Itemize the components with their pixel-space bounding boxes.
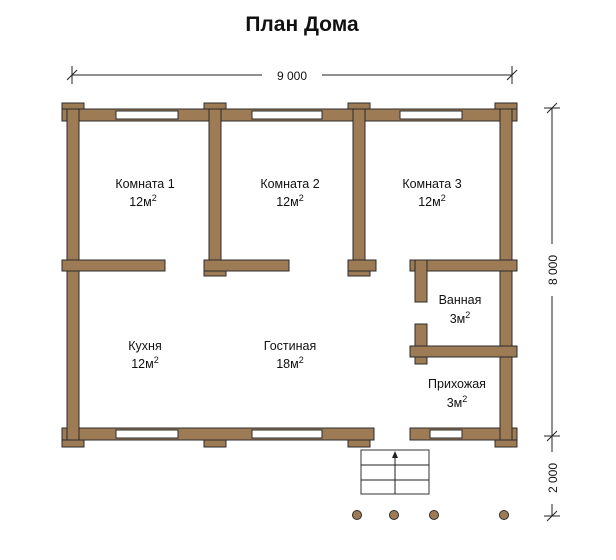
room-name: Комната 2 bbox=[260, 177, 319, 191]
room-area: 12м2 bbox=[129, 193, 157, 209]
window bbox=[429, 429, 463, 439]
room-area: 18м2 bbox=[276, 355, 304, 371]
room-area: 12м2 bbox=[276, 193, 304, 209]
width-dimension: 9 000 bbox=[66, 66, 518, 84]
arrow-up-icon bbox=[392, 451, 398, 458]
depth-label: 8 000 bbox=[546, 255, 560, 285]
window bbox=[115, 110, 179, 120]
porch-stairs bbox=[360, 449, 430, 495]
room-room3: Комната 3 12м2 bbox=[402, 177, 461, 209]
room-name: Комната 3 bbox=[402, 177, 461, 191]
room-name: Прихожая bbox=[428, 377, 486, 391]
partition-room2-room3 bbox=[352, 102, 366, 277]
bath-wall-lower bbox=[414, 323, 428, 365]
room-area: 3м2 bbox=[450, 310, 471, 326]
partition-room1-room2 bbox=[208, 102, 222, 277]
room-name: Ванная bbox=[439, 293, 482, 307]
window bbox=[251, 429, 323, 439]
room-name: Гостиная bbox=[264, 339, 316, 353]
partition-room3 bbox=[347, 259, 377, 272]
room-name: Кухня bbox=[128, 339, 161, 353]
room-room2: Комната 2 12м2 bbox=[260, 177, 319, 209]
room-room1: Комната 1 12м2 bbox=[115, 177, 174, 209]
depth-dimension: 8 000 bbox=[544, 102, 560, 442]
partition-bath-bottom bbox=[409, 345, 518, 358]
room-area: 3м2 bbox=[447, 394, 468, 410]
room-area: 12м2 bbox=[418, 193, 446, 209]
room-living: Гостиная 18м2 bbox=[264, 339, 316, 371]
bottom-wall-left bbox=[61, 427, 375, 441]
right-wall bbox=[499, 102, 513, 448]
window bbox=[251, 110, 323, 120]
porch-piles bbox=[352, 510, 509, 520]
partition-room2 bbox=[203, 259, 290, 272]
window bbox=[399, 110, 463, 120]
porch-dimension: 2 000 bbox=[544, 436, 560, 522]
room-area: 12м2 bbox=[131, 355, 159, 371]
room-hall: Прихожая 3м2 bbox=[428, 377, 486, 410]
walls bbox=[61, 102, 518, 448]
room-kitchen: Кухня 12м2 bbox=[128, 339, 161, 371]
pile bbox=[389, 510, 399, 520]
pile bbox=[352, 510, 362, 520]
room-name: Комната 1 bbox=[115, 177, 174, 191]
porch-label: 2 000 bbox=[546, 463, 560, 493]
room-bath: Ванная 3м2 bbox=[439, 293, 482, 326]
plan-title: План Дома bbox=[245, 13, 359, 36]
width-label: 9 000 bbox=[277, 69, 307, 83]
window bbox=[115, 429, 179, 439]
bath-wall-upper bbox=[414, 259, 428, 303]
pile bbox=[429, 510, 439, 520]
pile bbox=[499, 510, 509, 520]
partition-kitchen bbox=[61, 259, 166, 272]
partition-bath-top bbox=[409, 259, 518, 272]
left-wall bbox=[66, 102, 80, 448]
